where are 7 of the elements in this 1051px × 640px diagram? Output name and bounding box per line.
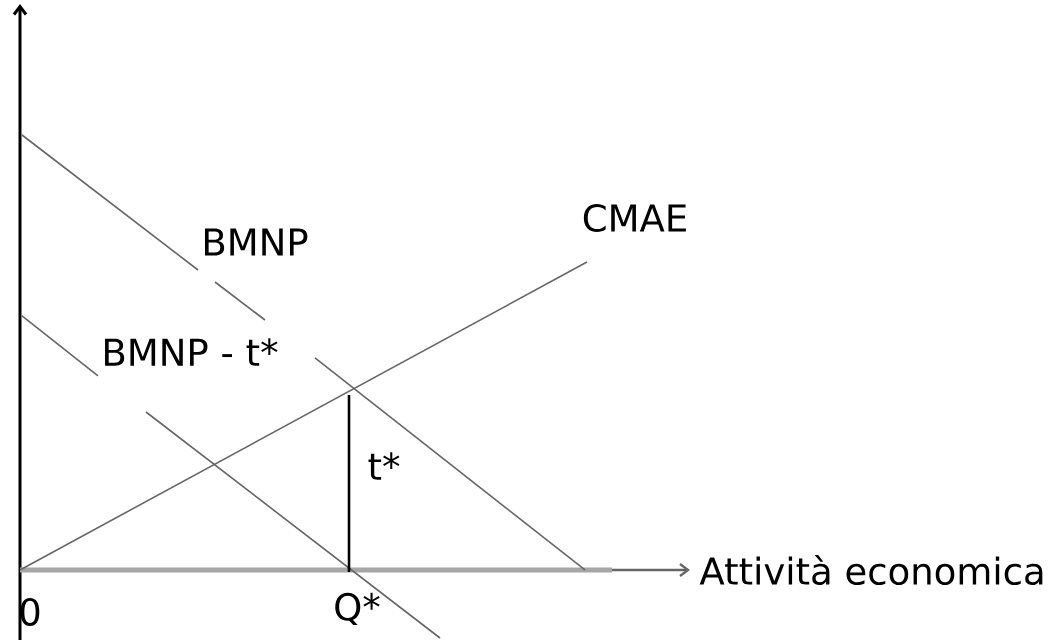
axis-tick-label: Q* [335, 592, 380, 626]
curve-label: CMAE [583, 204, 686, 232]
origin-label: 0 [20, 598, 40, 626]
curve-label: BMNP [205, 228, 308, 256]
segment-label: t* [368, 452, 400, 480]
axis-label: Attività economica [699, 554, 1043, 586]
curve-label: BMNP - t* [105, 338, 278, 366]
